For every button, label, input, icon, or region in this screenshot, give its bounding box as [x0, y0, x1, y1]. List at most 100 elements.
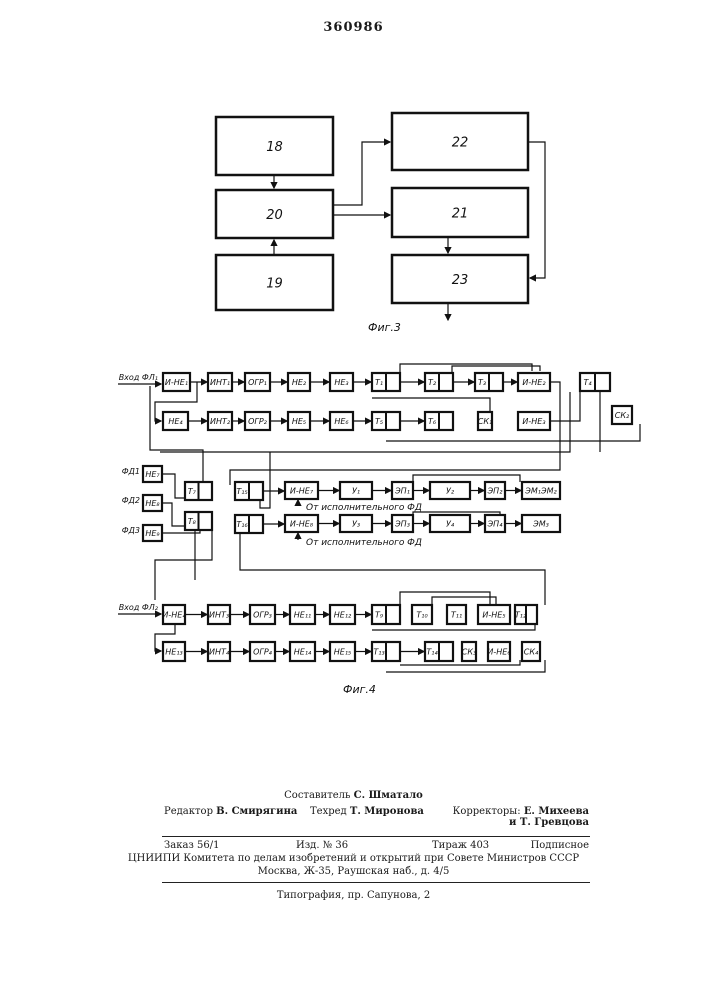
- compiler-line: Составитель С. Шматало: [0, 790, 707, 801]
- block-label: И-НЕ₅: [482, 611, 505, 620]
- techred-name: Т. Миронова: [350, 806, 424, 817]
- input-label-vhod-fl2: Вход ФЛ₂: [119, 603, 159, 612]
- editor-label: Редактор: [164, 806, 213, 817]
- block-label: И-НЕ₆: [487, 648, 511, 657]
- fig4-caption: Фиг.4: [343, 683, 376, 696]
- block-label: ИНТ₁: [210, 378, 230, 387]
- block-label: ЭМ₁ЭМ₂: [524, 487, 557, 496]
- block-label: НЕ₄: [168, 417, 183, 426]
- compiler-label: Составитель: [284, 790, 350, 801]
- block-label: ЭП₃: [394, 520, 410, 529]
- corrector-2: и Т. Гревцова: [509, 817, 589, 828]
- fig4-block: ИНТ₃: [208, 605, 230, 624]
- correctors-label: Корректоры:: [453, 806, 521, 817]
- fig4-block: НЕ₁₅: [330, 642, 355, 661]
- fig4-block: НЕ₇: [143, 466, 162, 482]
- fig4-block: НЕ₆: [330, 412, 353, 430]
- block-label: У₂: [446, 487, 455, 496]
- divider: [162, 836, 590, 837]
- block-label: И-НЕ₈: [290, 520, 314, 529]
- fig4-block: ОГР₂: [245, 412, 270, 430]
- fig4-block: Т₁₂: [515, 605, 537, 624]
- fig4-block: Т₁₃: [372, 642, 400, 661]
- block-label: НЕ₉: [145, 529, 160, 538]
- block-label: У₄: [446, 520, 455, 529]
- note-from-executive-fd-2: От исполнительного ФД: [306, 538, 422, 548]
- fig4-block: НЕ₄: [163, 412, 188, 430]
- block-label: ИНТ₄: [209, 648, 230, 657]
- block-label: И-НЕ₁: [165, 378, 188, 387]
- techred-line: Техред Т. Миронова: [310, 806, 424, 817]
- fig4-block: НЕ₁₁: [290, 605, 315, 624]
- fig4-block: Т₁₀: [412, 605, 432, 624]
- block-label: СК₄: [524, 648, 539, 657]
- fig4-block: ОГР₄: [250, 642, 275, 661]
- fig4-block: Т₇: [185, 482, 212, 500]
- fig4-block: Т₁₁: [447, 605, 466, 624]
- block-label: ЭМ₃: [532, 520, 549, 529]
- fig4-block: ЭП₄: [485, 515, 505, 532]
- block-label: НЕ₁₄: [294, 648, 312, 657]
- block-label: ЭП₄: [487, 520, 504, 529]
- fig4-block: НЕ₁₂: [330, 605, 355, 624]
- note-from-executive-fd-1: От исполнительного ФД: [306, 503, 422, 513]
- fig4-block: И-НЕ₂: [518, 373, 550, 391]
- correctors-line: Корректоры: Е. Михеева и Т. Гревцова: [453, 806, 589, 828]
- fig4-block: СК₄: [522, 642, 540, 661]
- fig4-block: НЕ₁₄: [290, 642, 315, 661]
- fig4-block: И-НЕ₄: [162, 605, 186, 624]
- block-label: НЕ₈: [145, 499, 160, 508]
- block-label: НЕ₃: [334, 378, 348, 387]
- fig4-block: НЕ₈: [143, 495, 162, 511]
- block-label: У₁: [352, 487, 360, 496]
- corrector-1: Е. Михеева: [524, 806, 589, 817]
- fig4-block: СК₂: [612, 406, 632, 424]
- fig4-block: Т₈: [185, 512, 212, 530]
- block-label: Т₁₀: [416, 611, 428, 620]
- fig4-block: Т₂: [425, 373, 453, 391]
- organization: ЦНИИПИ Комитета по делам изобретений и о…: [0, 853, 707, 864]
- order-number: Заказ 56/1: [164, 840, 220, 851]
- block-label: Т₂: [428, 378, 437, 387]
- block-label: НЕ₁₁: [294, 611, 311, 620]
- block-label: Т₇: [188, 487, 197, 496]
- block-label: И-НЕ₂: [522, 378, 546, 387]
- address: Москва, Ж-35, Раушская наб., д. 4/5: [0, 866, 707, 877]
- block-label: ОГР₁: [248, 378, 267, 387]
- print-run: Тираж 403: [432, 840, 489, 851]
- block-label: НЕ₁₂: [334, 611, 352, 620]
- fig4-block: НЕ₅: [288, 412, 310, 430]
- block-label: НЕ₁₅: [334, 648, 351, 657]
- block-label: Т₃: [478, 378, 486, 387]
- block-label: Т₁₆: [236, 520, 248, 529]
- subscription: Подписное: [531, 840, 589, 851]
- fig4-block: И-НЕ₆: [487, 642, 511, 661]
- fig4-block: ИНТ₄: [208, 642, 230, 661]
- block-label: НЕ₆: [334, 417, 349, 426]
- block-label: НЕ₁₃: [165, 648, 182, 657]
- fig4-block: Т₉: [372, 605, 400, 624]
- fig4-block: Т₁₆: [235, 515, 263, 533]
- block-label: СК₃: [462, 648, 476, 657]
- block-label: Т₉: [375, 611, 384, 620]
- block-label: Т₆: [428, 417, 437, 426]
- fig4-block: Т₄: [580, 373, 610, 391]
- fig4-block: Т₆: [425, 412, 453, 430]
- block-label: Т₄: [583, 378, 592, 387]
- block-label: И-НЕ₄: [162, 611, 186, 620]
- divider: [162, 882, 590, 883]
- printing-house: Типография, пр. Сапунова, 2: [0, 890, 707, 901]
- fig4-block: ИНТ₁: [208, 373, 232, 391]
- fig4-block: Т₁: [372, 373, 400, 391]
- block-label: Т₁₅: [236, 487, 247, 496]
- fig4-block: ИНТ₂: [208, 412, 232, 430]
- fig4-block: Т₁₄: [425, 642, 453, 661]
- block-label: И-НЕ₇: [290, 487, 314, 496]
- fig4-block: И-НЕ₅: [478, 605, 510, 624]
- fig4-block: ОГР₁: [245, 373, 270, 391]
- fig4-block: ЭМ₃: [522, 515, 560, 532]
- fig4-block: ЭМ₁ЭМ₂: [522, 482, 560, 499]
- fig4-block: СК₃: [462, 642, 476, 661]
- block-label: НЕ₇: [145, 470, 160, 479]
- figure-4-circuit-diagram: И-НЕ₁ИНТ₁ОГР₁НЕ₂НЕ₃Т₁Т₂Т₃И-НЕ₂Т₄НЕ₄ИНТ₂О…: [0, 0, 707, 720]
